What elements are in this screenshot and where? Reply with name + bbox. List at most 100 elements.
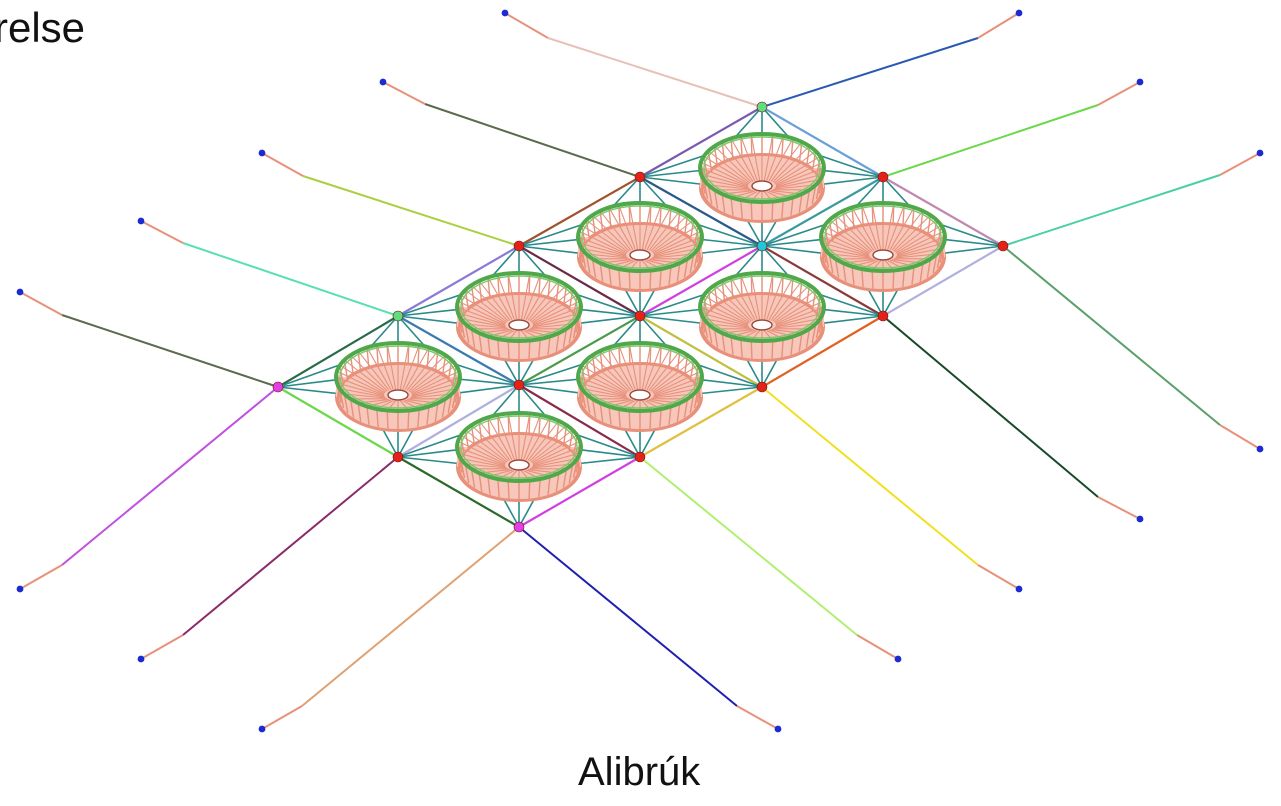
grid-nodes xyxy=(273,102,1008,532)
anchor-point xyxy=(17,289,24,296)
net-strand xyxy=(529,340,530,358)
net-strand xyxy=(650,270,651,288)
anchor-point xyxy=(138,218,145,225)
anchor-chain xyxy=(1220,425,1260,449)
anchor-point xyxy=(1016,10,1023,17)
grid-node xyxy=(514,522,524,532)
grid-node xyxy=(635,311,645,321)
anchor-point xyxy=(17,586,24,593)
anchor-chain xyxy=(262,706,302,729)
net-strand xyxy=(751,340,752,358)
fish-cage xyxy=(821,203,945,291)
cage-center-hole xyxy=(509,320,529,330)
cage-center-hole xyxy=(873,250,893,260)
fish-cage xyxy=(700,134,824,222)
anchor-chain xyxy=(1098,82,1140,105)
cage-center-hole xyxy=(752,181,772,191)
anchor-line xyxy=(302,527,519,706)
grid-node xyxy=(878,172,888,182)
anchor-line xyxy=(762,387,978,565)
anchor-point xyxy=(380,79,387,86)
fish-cage xyxy=(457,273,581,361)
anchor-line xyxy=(883,316,1098,497)
net-strand xyxy=(893,270,894,288)
grid-node xyxy=(514,241,524,251)
anchor-chain xyxy=(978,565,1019,589)
anchor-line xyxy=(1003,246,1220,425)
fish-cage xyxy=(578,343,702,431)
anchor-point xyxy=(895,656,902,663)
anchor-chain xyxy=(383,82,425,104)
cage-center-hole xyxy=(752,320,772,330)
anchor-point xyxy=(1257,446,1264,453)
grid-node xyxy=(273,382,283,392)
grid-node xyxy=(635,452,645,462)
anchor-line xyxy=(762,38,978,107)
grid-node xyxy=(757,102,767,112)
anchor-chain xyxy=(737,706,778,729)
net-strand xyxy=(408,410,409,428)
net-strand xyxy=(872,270,873,288)
anchor-point xyxy=(775,726,782,733)
anchor-line xyxy=(62,315,278,387)
cage-center-hole xyxy=(630,250,650,260)
anchor-line xyxy=(183,243,398,316)
grid-node xyxy=(878,311,888,321)
grid-node xyxy=(757,241,767,251)
anchor-point xyxy=(138,656,145,663)
bridle-line xyxy=(452,385,519,394)
fish-cage xyxy=(336,343,460,431)
net-strand xyxy=(751,201,752,219)
anchor-chain xyxy=(20,292,62,315)
anchor-line xyxy=(519,527,737,706)
anchor-line xyxy=(548,38,762,107)
net-strand xyxy=(508,340,509,358)
anchor-chain xyxy=(505,13,548,38)
caption-label: Alibrúk xyxy=(578,750,700,795)
net-strand xyxy=(629,410,630,428)
fish-cage xyxy=(578,203,702,291)
anchor-chain xyxy=(1220,153,1260,175)
net-strand xyxy=(772,340,773,358)
grid-node xyxy=(757,382,767,392)
net-strand xyxy=(650,410,651,428)
anchor-chain xyxy=(141,221,183,243)
anchor-line xyxy=(303,176,519,246)
header-text: relse xyxy=(0,4,85,52)
anchor-chain xyxy=(141,635,183,659)
anchor-chain xyxy=(1098,497,1140,519)
cage-center-hole xyxy=(630,390,650,400)
grid-node xyxy=(393,452,403,462)
fish-cage xyxy=(700,273,824,361)
anchor-point xyxy=(1137,516,1144,523)
net-strand xyxy=(772,201,773,219)
bridle-line xyxy=(519,385,586,394)
net-strand xyxy=(508,480,509,498)
anchor-line xyxy=(62,387,278,565)
anchor-line xyxy=(640,457,857,635)
anchor-point xyxy=(1137,79,1144,86)
anchor-chain xyxy=(857,635,898,659)
anchor-line xyxy=(883,105,1098,177)
anchor-point xyxy=(502,10,509,17)
cage-center-hole xyxy=(509,460,529,470)
anchor-point xyxy=(1016,586,1023,593)
anchor-chain xyxy=(978,13,1019,38)
anchor-line xyxy=(425,104,640,177)
anchor-point xyxy=(259,150,266,157)
net-strand xyxy=(529,480,530,498)
grid-node xyxy=(393,311,403,321)
anchor-chain xyxy=(262,153,303,176)
grid-node xyxy=(998,241,1008,251)
net-strand xyxy=(387,410,388,428)
anchor-point xyxy=(259,726,266,733)
anchor-line xyxy=(1003,175,1220,246)
grid-node xyxy=(514,380,524,390)
net-strand xyxy=(629,270,630,288)
cage-center-hole xyxy=(388,390,408,400)
anchor-line xyxy=(183,457,398,635)
anchor-chain xyxy=(20,565,62,589)
anchor-point xyxy=(1257,150,1264,157)
